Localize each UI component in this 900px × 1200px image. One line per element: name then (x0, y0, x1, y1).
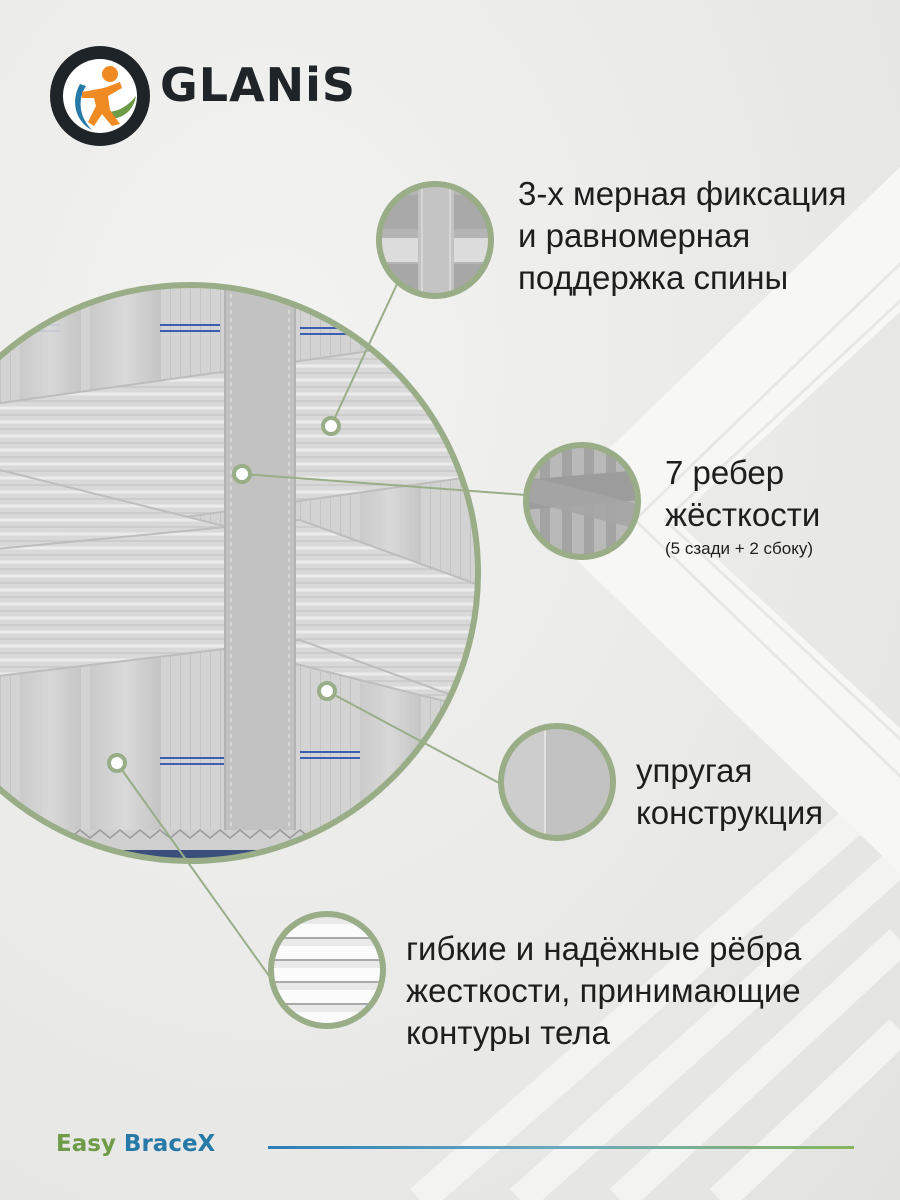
feature-line: поддержка спины (518, 259, 789, 296)
connector-dots (107, 416, 341, 773)
connector-lines (116, 281, 527, 981)
feature-line: 3-х мерная фиксация (518, 175, 847, 212)
feature-3d-fixation: 3-х мерная фиксация и равномерная поддер… (518, 173, 846, 299)
back-brace-closeup (0, 285, 478, 861)
feature-stiffening-ribs: 7 ребер жёсткости (5 сзади + 2 сбоку) (665, 452, 820, 560)
feature-line: конструкция (636, 794, 824, 831)
feature-line: жёсткости (665, 496, 821, 533)
main-circle-border (0, 282, 481, 864)
zoom-elastic-fabric (501, 726, 613, 838)
feature-subnote: (5 сзади + 2 сбоку) (665, 539, 814, 558)
footer-brand-part1: Easy (56, 1131, 124, 1157)
feature-flexible-ribs: гибкие и надёжные рёбра жесткости, прини… (406, 928, 801, 1054)
feature-elastic-construction: упругая конструкция (636, 750, 823, 834)
feature-line: гибкие и надёжные рёбра (406, 930, 802, 967)
brand-logo-text: GLANiS (160, 58, 357, 112)
feature-line: жесткости, принимающие (406, 972, 801, 1009)
zoom-stiffening-ribs (526, 445, 638, 557)
feature-line: 7 ребер (665, 454, 785, 491)
feature-line: контуры тела (406, 1014, 610, 1051)
feature-line: и равномерная (518, 217, 751, 254)
zoom-back-support (379, 184, 491, 296)
footer-brand-part2: BraceX (123, 1131, 216, 1157)
footer-product-name: Easy BraceX (56, 1130, 215, 1158)
feature-line: упругая (636, 752, 753, 789)
glanis-logo-icon (50, 46, 150, 146)
zoom-flexible-ribs (271, 914, 383, 1026)
footer-divider (268, 1146, 854, 1149)
